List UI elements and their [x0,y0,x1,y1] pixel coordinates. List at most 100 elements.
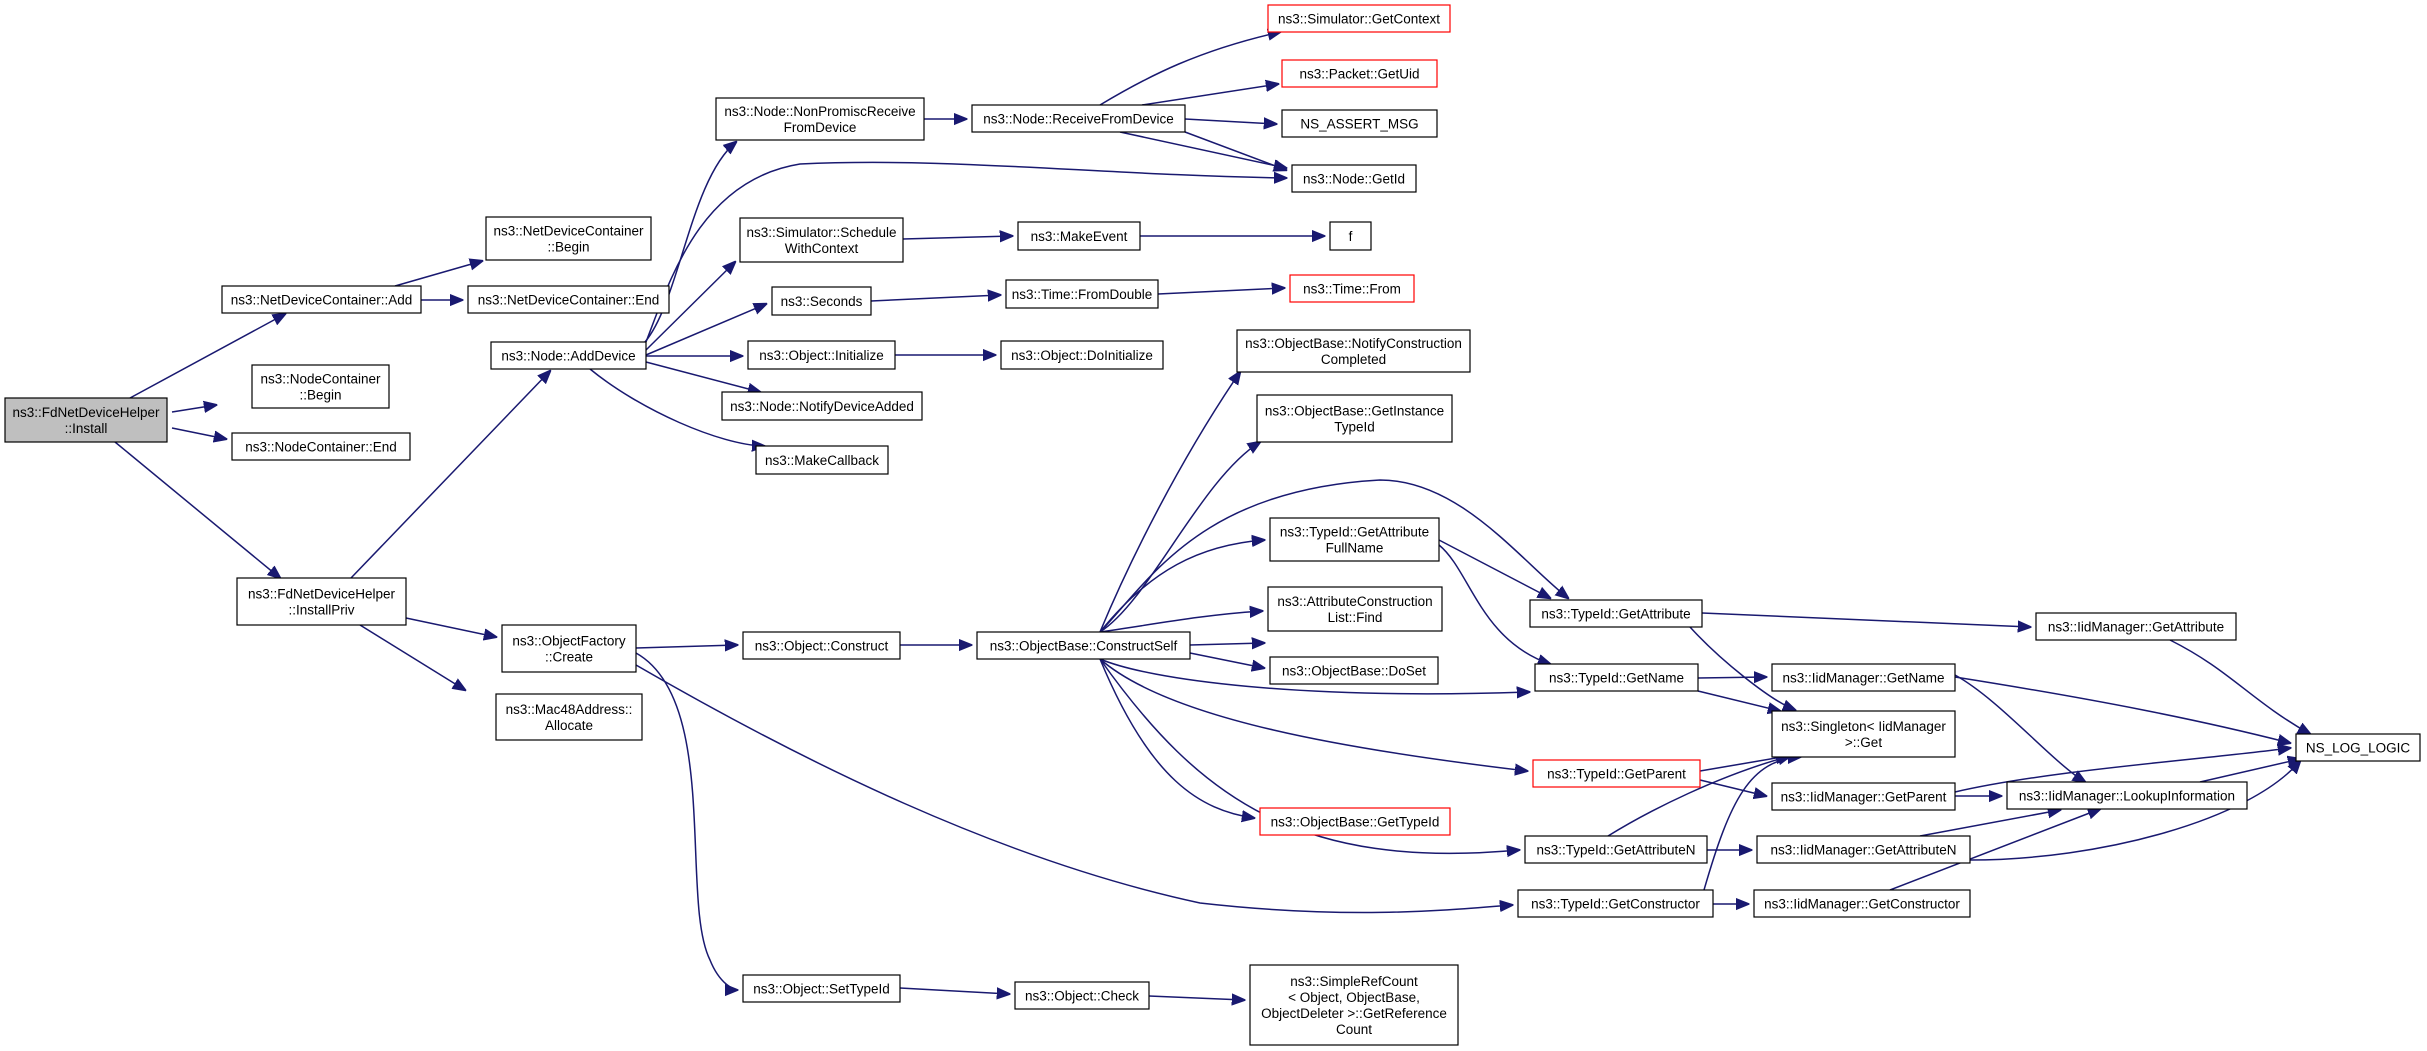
node-iid-getattributen[interactable]: ns3::IidManager::GetAttributeN [1756,835,1971,864]
node-box [2295,733,2421,762]
node-iid-getconstructor[interactable]: ns3::IidManager::GetConstructor [1753,889,1971,918]
node-iid-getname[interactable]: ns3::IidManager::GetName [1771,663,1956,692]
node-iid-getparent[interactable]: ns3::IidManager::GetParent [1771,782,1956,811]
node-singleton[interactable]: ns3::Singleton< IidManager >::Get [1771,710,1956,758]
node-notify-added[interactable]: ns3::Node::NotifyDeviceAdded [721,391,923,421]
node-install-priv[interactable]: ns3::FdNetDeviceHelper::InstallPriv [236,577,407,626]
node-box [251,364,390,409]
node-f[interactable]: f [1329,221,1372,251]
node-label: ns3::Time::FromDouble [1012,287,1153,302]
node-label: ns3::IidManager::GetParent [1781,790,1947,805]
node-tid-getparent[interactable]: ns3::TypeId::GetParent [1532,759,1701,788]
node-box [1534,663,1699,692]
node-label: ::Begin [299,388,341,403]
node-obj-init[interactable]: ns3::Object::Initialize [747,340,896,370]
node-node-adddevice[interactable]: ns3::Node::AddDevice [490,341,647,370]
call-edge [1697,690,1780,711]
call-edge [644,142,736,343]
node-node-getid[interactable]: ns3::Node::GetId [1291,164,1417,193]
node-label: ns3::TypeId::GetName [1549,671,1684,686]
node-label: ::InstallPriv [288,603,354,618]
node-label: List::Find [1328,610,1383,625]
node-box [1756,835,1971,864]
node-doset[interactable]: ns3::ObjectBase::DoSet [1269,656,1439,685]
node-obj-check[interactable]: ns3::Object::Check [1014,981,1150,1010]
node-label: ns3::Node::GetId [1303,172,1405,187]
call-edge [902,236,1012,239]
node-refcount[interactable]: ns3::SimpleRefCount< Object, ObjectBase,… [1249,964,1459,1046]
node-box [1281,59,1438,88]
node-label: ns3::IidManager::GetAttribute [2048,620,2224,635]
node-makeevent[interactable]: ns3::MakeEvent [1017,221,1141,251]
node-label: ns3::ObjectBase::ConstructSelf [990,639,1178,654]
call-edge [1969,761,2300,861]
node-label: NS_LOG_LOGIC [2306,741,2411,756]
call-edge [1148,996,1244,1000]
node-makecallback[interactable]: ns3::MakeCallback [755,445,889,475]
node-label: ns3::FdNetDeviceHelper [248,587,396,602]
call-edge [2169,639,2310,734]
node-notify-construction[interactable]: ns3::ObjectBase::NotifyConstructionCompl… [1236,329,1471,373]
node-box [4,397,168,443]
node-obj-doinit[interactable]: ns3::Object::DoInitialize [1000,340,1164,370]
call-edge [899,988,1009,994]
node-tid-getconstructor[interactable]: ns3::TypeId::GetConstructor [1517,889,1714,918]
node-iid-getattribute[interactable]: ns3::IidManager::GetAttribute [2035,612,2237,641]
node-label: ns3::IidManager::LookupInformation [2019,789,2235,804]
node-receive[interactable]: ns3::Node::ReceiveFromDevice [971,104,1186,133]
node-time-from[interactable]: ns3::Time::From [1289,274,1415,303]
call-edge [1099,540,1264,633]
node-construct-self[interactable]: ns3::ObjectBase::ConstructSelf [976,631,1191,660]
node-label: ns3::Simulator::Schedule [746,225,896,240]
node-label: ns3::NetDeviceContainer [493,224,644,239]
call-edge [1099,611,1262,633]
node-install[interactable]: ns3::FdNetDeviceHelper::Install [4,397,168,443]
node-label: FullName [1326,541,1384,556]
node-ns-assert[interactable]: NS_ASSERT_MSG [1281,109,1438,138]
node-label: ns3::Node::ReceiveFromDevice [983,112,1174,127]
node-label: NS_ASSERT_MSG [1300,117,1418,132]
node-ndc-add[interactable]: ns3::NetDeviceContainer::Add [221,285,422,314]
node-box [739,217,904,263]
node-fromdouble[interactable]: ns3::Time::FromDouble [1005,279,1159,309]
node-box [2006,781,2248,810]
node-sim-getcontext[interactable]: ns3::Simulator::GetContext [1267,4,1451,33]
call-edge [1099,658,1527,771]
node-tid-getattribute[interactable]: ns3::TypeId::GetAttribute [1529,599,1703,628]
node-ns-log-logic[interactable]: NS_LOG_LOGIC [2295,733,2421,762]
call-edge [129,314,285,399]
call-edge [1099,32,1280,106]
node-label: >::Get [1845,735,1882,750]
node-packet-getuid[interactable]: ns3::Packet::GetUid [1281,59,1438,88]
node-mac48[interactable]: ns3::Mac48Address::Allocate [495,693,643,741]
node-obj-construct[interactable]: ns3::Object::Construct [742,631,901,660]
node-ndc-end[interactable]: ns3::NetDeviceContainer::End [467,285,670,314]
node-ndc-begin[interactable]: ns3::NetDeviceContainer::Begin [485,216,652,261]
node-nc-begin[interactable]: ns3::NodeContainer::Begin [251,364,390,409]
node-label: ns3::MakeCallback [765,453,879,468]
node-tid-getattributen[interactable]: ns3::TypeId::GetAttributeN [1524,835,1708,864]
node-obj-settypeid[interactable]: ns3::Object::SetTypeId [742,974,901,1003]
node-box [1005,279,1159,309]
call-edge [1099,372,1240,633]
node-ob-gettypeid[interactable]: ns3::ObjectBase::GetTypeId [1259,807,1451,836]
call-edge [1889,809,2100,891]
node-label: ns3::AttributeConstruction [1277,594,1432,609]
node-tid-getname[interactable]: ns3::TypeId::GetName [1534,663,1699,692]
node-nc-end[interactable]: ns3::NodeContainer::End [231,432,411,461]
node-label: Count [1336,1022,1372,1037]
node-box [1289,274,1415,303]
node-iid-lookup[interactable]: ns3::IidManager::LookupInformation [2006,781,2248,810]
node-label: ns3::FdNetDeviceHelper [12,405,160,420]
node-box [742,974,901,1003]
node-of-create[interactable]: ns3::ObjectFactory::Create [501,624,637,673]
node-seconds[interactable]: ns3::Seconds [771,286,872,316]
node-layer: ns3::FdNetDeviceHelper::Install ns3::NetD… [4,4,2421,1046]
node-label: ns3::Object::Initialize [759,348,884,363]
call-edge [1141,84,1278,106]
